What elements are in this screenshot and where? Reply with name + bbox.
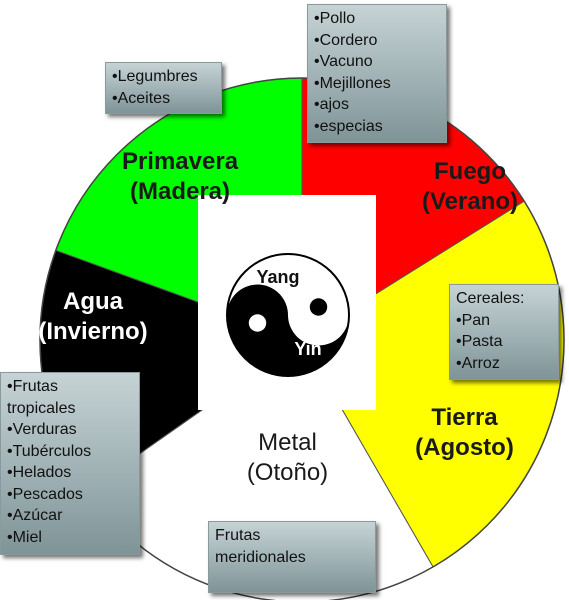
callout-agua: •Frutas tropicales •Verduras •Tubérculos… [0,372,140,555]
segment-name: Fuego [434,158,506,185]
segment-element: (Madera) [129,178,231,205]
callout-item: •Frutas [7,378,58,395]
segment-name: Agua [63,288,123,315]
segment-name: Primavera [121,148,239,175]
callout-item: Frutas [215,527,261,544]
callout-item: tropicales [7,399,76,417]
callout-item: •Cordero [314,31,378,49]
segment-name: Tierra [431,404,498,431]
callout-item: •Aceites [112,89,171,107]
yin-yang-outline [226,253,350,377]
segment-element: (Otoño) [246,459,329,486]
callout-item: Cereales: [456,290,525,307]
callout-item: •especias [314,117,383,135]
callout-item: •Helados [7,464,72,481]
callout-item: •Pescados [7,485,83,503]
yin-label: Yin [294,339,321,359]
segment-element: (Invierno) [38,318,148,345]
callout-item: •Azúcar [7,507,63,524]
callout-item: •Mejillones [314,74,391,92]
callout-item: •Vacuno [314,53,373,70]
callout-metal: Frutas meridionales [208,521,376,593]
callout-item: •Legumbres [112,68,198,85]
callout-item: •Pan [456,311,491,329]
callout-item: •Tubérculos [7,442,92,460]
wheel-outline [39,77,565,600]
segment-label-primavera: Primavera (Madera) [100,147,260,207]
callout-fuego: •Pollo •Cordero •Vacuno •Mejillones •ajo… [307,4,447,143]
segment-element: (Agosto) [415,434,514,461]
callout-item: •Arroz [456,354,500,372]
yin-yang-icon [226,253,350,377]
callout-item: •Verduras [7,421,77,438]
callout-item: •ajos [314,96,349,113]
segment-label-agua: Agua (Invierno) [18,287,168,347]
segment-label-metal: Metal (Otoño) [215,428,360,488]
segment-label-fuego: Fuego (Verano) [395,157,545,217]
callout-item: meridionales [215,548,306,566]
callout-item: •Miel [7,528,42,546]
callout-item: •Pasta [456,333,503,350]
yang-half [227,254,349,346]
callout-primavera: •Legumbres •Aceites [105,62,222,114]
yang-dot [309,298,328,316]
yang-label: Yang [256,267,299,287]
segment-label-tierra: Tierra (Agosto) [392,403,537,463]
yin-dot [248,314,267,332]
callout-tierra: Cereales: •Pan •Pasta •Arroz [449,284,559,380]
callout-item: •Pollo [314,10,356,27]
segment-name: Metal [258,429,317,456]
segment-element: (Verano) [421,188,519,215]
